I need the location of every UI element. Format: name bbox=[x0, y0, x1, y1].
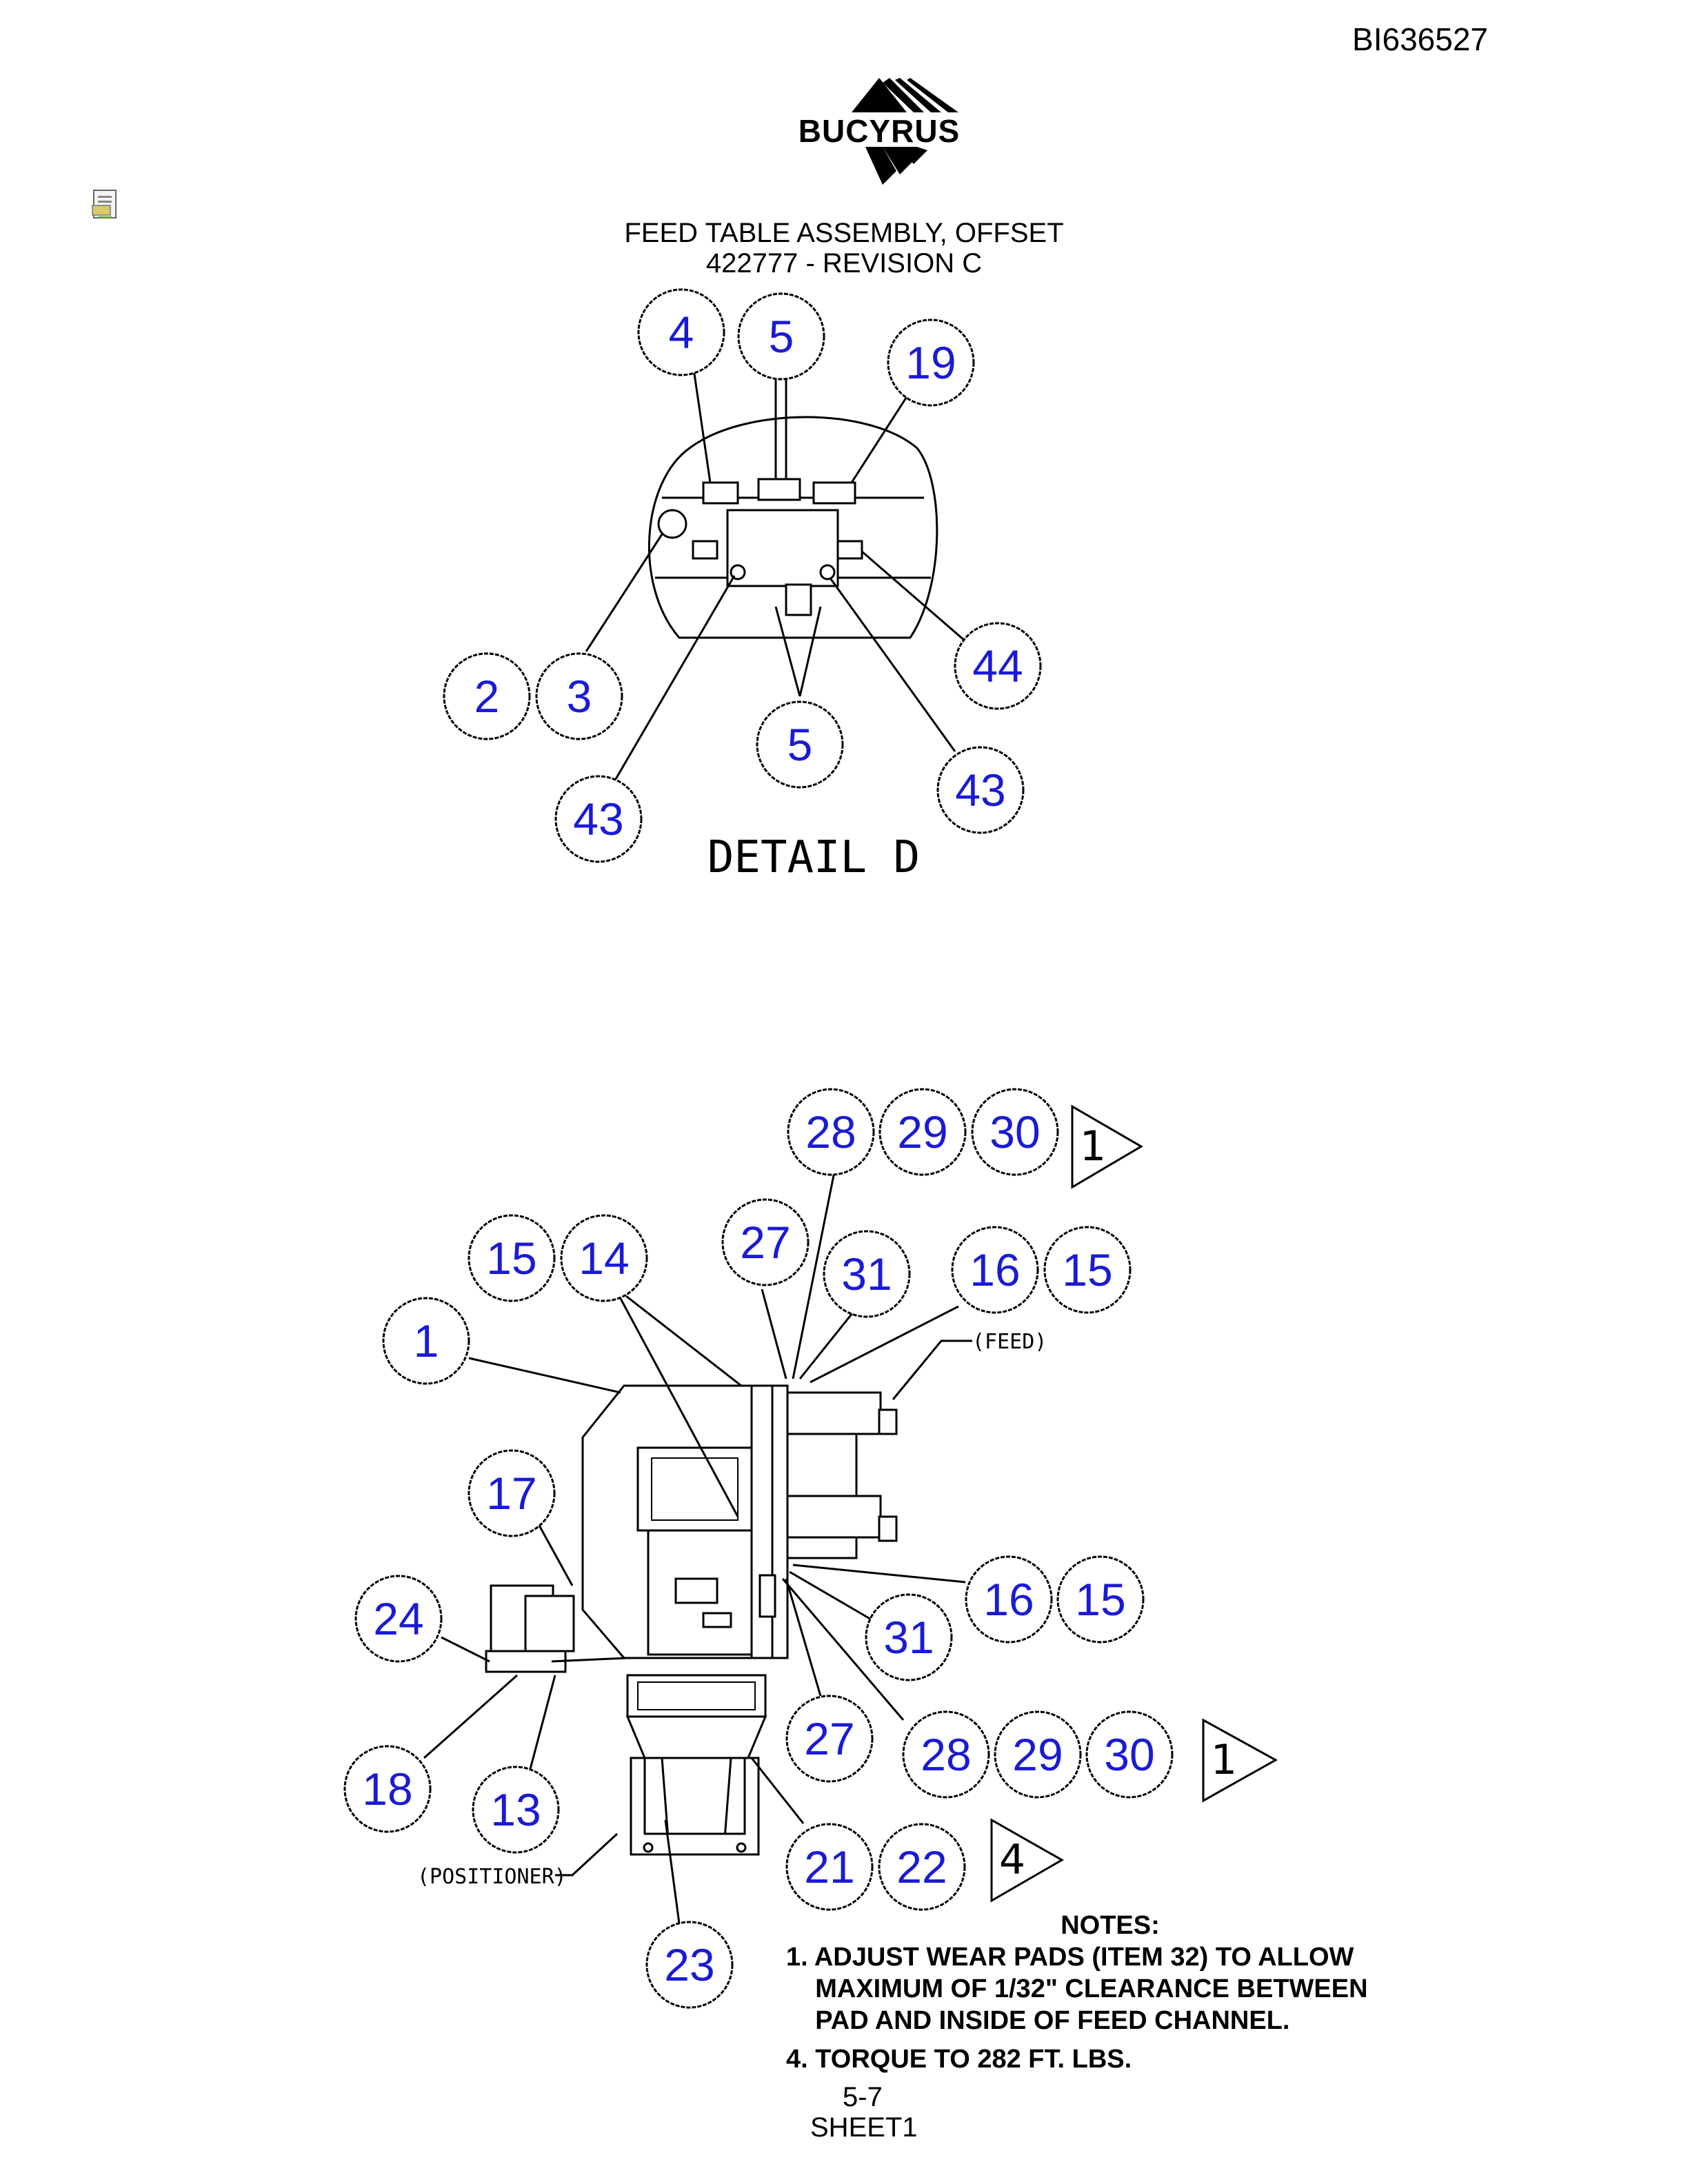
detail-d-label: DETAIL D bbox=[707, 832, 920, 883]
svg-text:23: 23 bbox=[664, 1939, 714, 1990]
balloon[interactable]: 15 bbox=[1056, 1555, 1145, 1644]
note-flag: 1 bbox=[1202, 1718, 1278, 1803]
balloon[interactable]: 43 bbox=[936, 746, 1025, 834]
balloon[interactable]: 31 bbox=[823, 1230, 911, 1318]
svg-text:2: 2 bbox=[474, 671, 500, 722]
balloon[interactable]: 27 bbox=[721, 1198, 810, 1286]
svg-text:18: 18 bbox=[362, 1763, 412, 1814]
svg-text:1: 1 bbox=[414, 1315, 439, 1366]
positioner-label: (POSITIONER) bbox=[417, 1865, 567, 1889]
svg-text:13: 13 bbox=[490, 1784, 541, 1835]
balloon[interactable]: 3 bbox=[535, 652, 623, 740]
balloon[interactable]: 27 bbox=[785, 1695, 874, 1783]
note-flag: 4 bbox=[990, 1818, 1065, 1903]
svg-text:16: 16 bbox=[969, 1244, 1020, 1295]
balloon[interactable]: 30 bbox=[971, 1088, 1059, 1176]
drawing-title: FEED TABLE ASSEMBLY, OFFSET bbox=[624, 218, 1064, 248]
svg-text:17: 17 bbox=[486, 1468, 536, 1519]
balloon[interactable]: 2 bbox=[443, 652, 531, 740]
balloon[interactable]: 4 bbox=[637, 288, 725, 376]
balloon[interactable]: 16 bbox=[951, 1226, 1039, 1314]
balloon[interactable]: 5 bbox=[737, 292, 825, 381]
notes-block: NOTES: 1. ADJUST WEAR PADS (ITEM 32) TO … bbox=[786, 1910, 1434, 2075]
svg-text:31: 31 bbox=[883, 1612, 934, 1663]
balloon[interactable]: 15 bbox=[1043, 1226, 1132, 1314]
logo-mark-icon bbox=[852, 78, 958, 185]
detail-d-balloons: 4 5 19 2 3 44 5 43 43 bbox=[443, 288, 1042, 863]
balloon[interactable]: 44 bbox=[954, 622, 1042, 710]
svg-text:15: 15 bbox=[1062, 1244, 1112, 1295]
balloon[interactable]: 5 bbox=[756, 700, 844, 789]
balloon[interactable]: 18 bbox=[343, 1745, 432, 1833]
svg-text:24: 24 bbox=[373, 1593, 423, 1644]
feed-label: (FEED) bbox=[972, 1330, 1047, 1354]
svg-text:43: 43 bbox=[955, 765, 1005, 816]
svg-text:15: 15 bbox=[486, 1233, 536, 1284]
balloon[interactable]: 22 bbox=[878, 1823, 966, 1911]
svg-text:1: 1 bbox=[1211, 1736, 1237, 1784]
balloon[interactable]: 21 bbox=[785, 1823, 874, 1911]
balloon[interactable]: 28 bbox=[902, 1710, 990, 1799]
note-flag: 1 bbox=[1071, 1104, 1143, 1189]
sheet-label: SHEET1 bbox=[810, 2112, 918, 2143]
svg-text:3: 3 bbox=[567, 671, 592, 722]
svg-text:4: 4 bbox=[999, 1836, 1025, 1884]
balloon[interactable]: 29 bbox=[878, 1088, 967, 1176]
balloon[interactable]: 17 bbox=[468, 1449, 556, 1537]
balloon[interactable]: 14 bbox=[560, 1214, 648, 1302]
detail-d-drawing bbox=[648, 416, 938, 639]
svg-text:28: 28 bbox=[921, 1729, 971, 1780]
svg-text:5: 5 bbox=[787, 719, 813, 770]
svg-text:21: 21 bbox=[804, 1841, 854, 1892]
balloon[interactable]: 30 bbox=[1085, 1710, 1174, 1799]
page-number: 5-7 bbox=[843, 2082, 883, 2112]
document-id: BI636527 bbox=[1352, 21, 1488, 57]
svg-text:43: 43 bbox=[573, 793, 623, 845]
svg-text:29: 29 bbox=[1012, 1729, 1063, 1780]
balloon[interactable]: 16 bbox=[965, 1555, 1053, 1644]
svg-text:22: 22 bbox=[896, 1841, 947, 1892]
note-item: 1. ADJUST WEAR PADS (ITEM 32) TO ALLOW M… bbox=[786, 1943, 1368, 2035]
balloon[interactable]: 43 bbox=[554, 775, 643, 863]
svg-text:29: 29 bbox=[897, 1106, 947, 1157]
notes-header: NOTES: bbox=[1061, 1911, 1160, 1940]
svg-text:1: 1 bbox=[1080, 1122, 1106, 1171]
svg-text:30: 30 bbox=[1104, 1729, 1154, 1780]
svg-text:15: 15 bbox=[1075, 1574, 1125, 1625]
svg-text:44: 44 bbox=[972, 640, 1023, 691]
balloon[interactable]: 13 bbox=[472, 1766, 560, 1854]
balloon[interactable]: 1 bbox=[382, 1297, 470, 1385]
svg-text:14: 14 bbox=[579, 1233, 629, 1284]
svg-text:31: 31 bbox=[841, 1248, 892, 1300]
balloon[interactable]: 29 bbox=[994, 1710, 1082, 1799]
balloon[interactable]: 28 bbox=[787, 1088, 875, 1176]
svg-text:5: 5 bbox=[769, 311, 794, 362]
svg-text:16: 16 bbox=[983, 1574, 1034, 1625]
balloon[interactable]: 23 bbox=[645, 1921, 734, 2009]
logo-wordmark: BUCYRUS bbox=[798, 113, 961, 149]
main-assembly-drawing bbox=[485, 1384, 898, 1856]
document-file-icon[interactable] bbox=[91, 189, 120, 221]
main-view-leaders bbox=[423, 1171, 972, 1924]
svg-text:27: 27 bbox=[740, 1217, 790, 1268]
note-flags: 1 1 4 bbox=[990, 1104, 1278, 1903]
drawing-part-revision: 422777 - REVISION C bbox=[705, 248, 983, 279]
svg-text:19: 19 bbox=[905, 337, 956, 388]
svg-text:4: 4 bbox=[669, 307, 694, 358]
svg-text:30: 30 bbox=[989, 1106, 1040, 1157]
balloon[interactable]: 19 bbox=[887, 318, 975, 407]
balloon[interactable]: 24 bbox=[354, 1575, 443, 1663]
balloon[interactable]: 15 bbox=[468, 1214, 556, 1302]
balloon[interactable]: 31 bbox=[865, 1593, 953, 1681]
detail-d-leaders bbox=[585, 354, 966, 780]
bucyrus-logo: BUCYRUS bbox=[786, 74, 972, 192]
svg-text:27: 27 bbox=[804, 1713, 854, 1764]
svg-text:28: 28 bbox=[805, 1106, 856, 1157]
note-item: 4. TORQUE TO 282 FT. LBS. bbox=[786, 2045, 1132, 2074]
main-view-balloons: 28 29 30 15 14 27 31 16 15 1 17 24 16 15… bbox=[343, 1088, 1174, 2009]
